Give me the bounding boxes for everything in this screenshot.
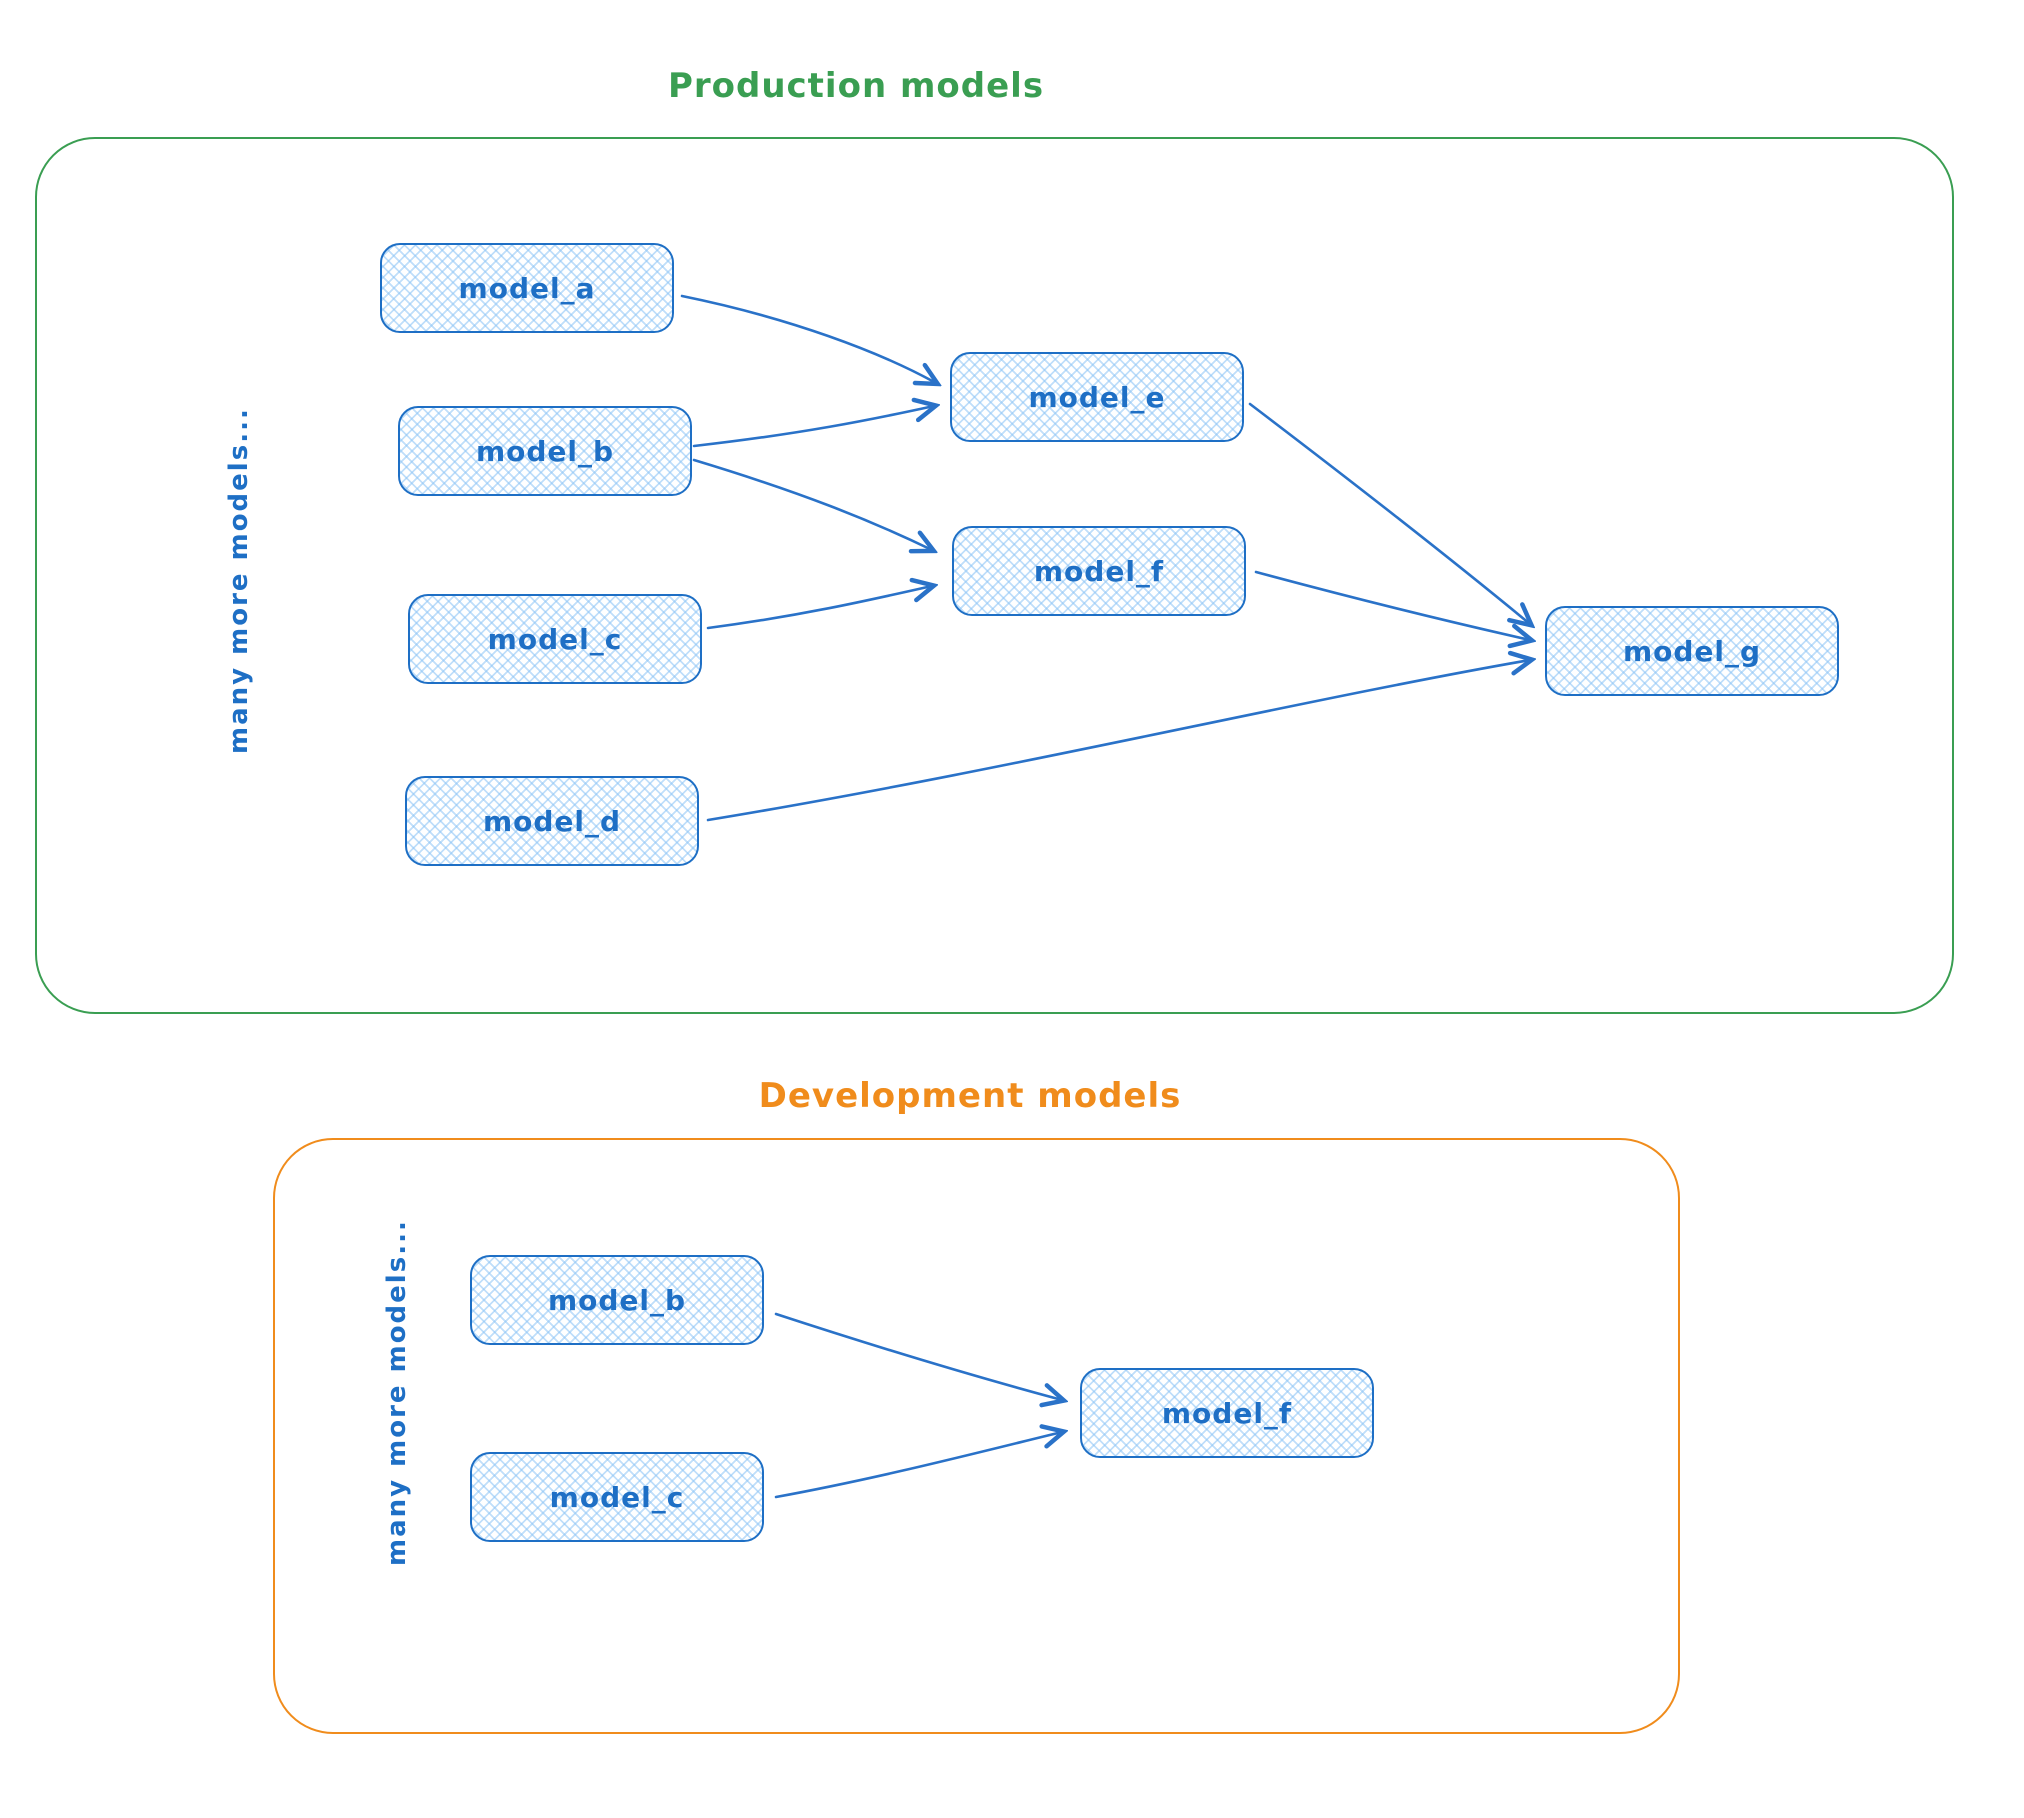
node-production-model-c: model_c (408, 594, 702, 684)
node-label-model-d: model_d (482, 804, 622, 838)
node-label-model-f: model_f (1033, 554, 1165, 588)
production-container (35, 137, 1954, 1014)
node-label-dev-model-c: model_c (549, 1480, 685, 1514)
production-side-label: many more models... (224, 407, 254, 754)
node-development-model-f: model_f (1080, 1368, 1374, 1458)
development-section-title: Development models (758, 1076, 1182, 1116)
node-development-model-c: model_c (470, 1452, 764, 1542)
node-production-model-a: model_a (380, 243, 674, 333)
node-label-model-c: model_c (487, 622, 623, 656)
node-production-model-f: model_f (952, 526, 1246, 616)
node-production-model-b: model_b (398, 406, 692, 496)
node-label-model-g: model_g (1622, 634, 1762, 668)
node-label-model-e: model_e (1028, 380, 1166, 414)
development-side-label: many more models... (382, 1219, 412, 1566)
production-section-title: Production models (667, 66, 1045, 106)
development-container (273, 1138, 1680, 1734)
node-label-dev-model-f: model_f (1161, 1396, 1293, 1430)
node-development-model-b: model_b (470, 1255, 764, 1345)
node-label-model-b: model_b (475, 434, 615, 468)
node-production-model-d: model_d (405, 776, 699, 866)
node-production-model-g: model_g (1545, 606, 1839, 696)
node-label-model-a: model_a (458, 271, 596, 305)
node-label-dev-model-b: model_b (547, 1283, 687, 1317)
node-production-model-e: model_e (950, 352, 1244, 442)
